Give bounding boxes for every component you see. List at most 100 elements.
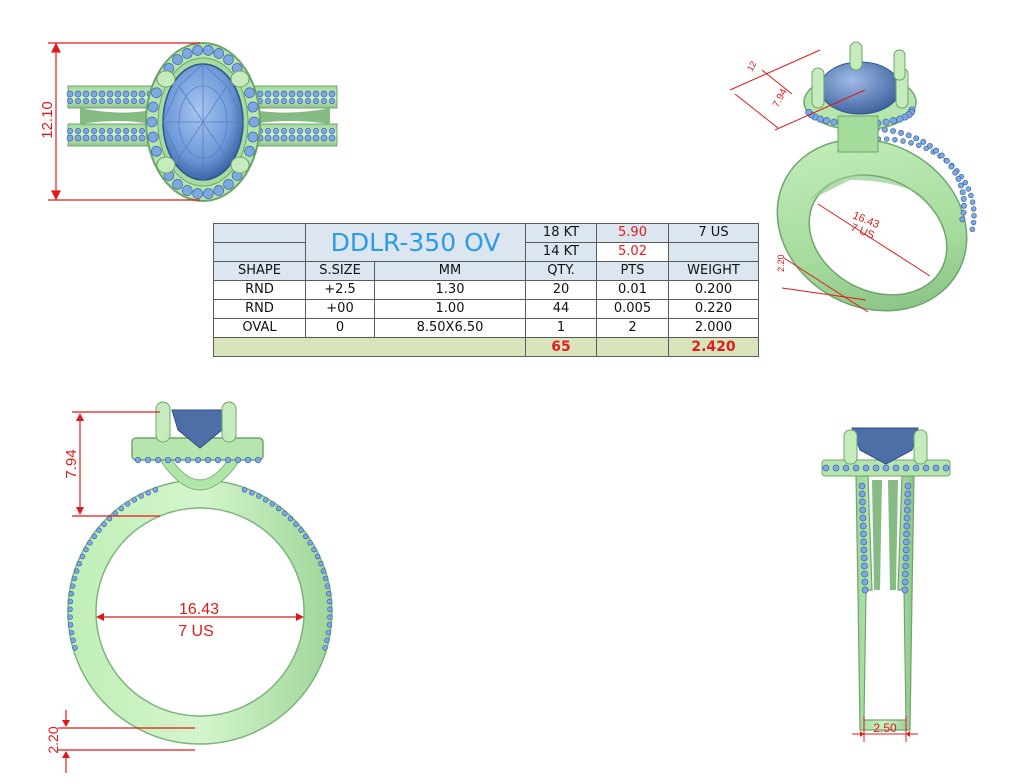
accent-stone [214,456,222,464]
accent-stone [87,540,93,546]
accent-stone [74,90,82,98]
accent-stone [273,128,279,134]
persp-thickness-label: 2.20 [776,254,786,272]
accent-stone [194,456,202,464]
accent-stone [91,128,97,134]
accent-stone [202,188,214,199]
accent-stone [889,117,897,125]
accent-stone [181,48,193,59]
accent-stone [302,533,309,540]
accent-stone [297,98,303,104]
header-pts: PTS [596,261,669,281]
accent-stone [254,456,262,464]
accent-stone [320,134,328,142]
accent-stone [146,116,158,128]
accent-stone [223,179,234,190]
ring-size: 7 US [668,223,759,243]
accent-stone [328,90,336,98]
accent-stone [248,116,260,128]
accent-stone [115,98,121,104]
accent-stone [327,606,333,613]
accent-stone [852,464,860,472]
accent-stone [184,456,192,464]
accent-stone [313,128,319,134]
accent-stone [122,134,130,142]
accent-stone [902,570,909,578]
accent-stone [70,637,76,644]
accent-stone [244,456,252,464]
accent-stone [304,90,312,98]
accent-stone [181,185,193,196]
accent-stone [244,145,255,157]
accent-stone [962,179,968,186]
accent-stone [99,128,105,134]
accent-stone [959,189,966,196]
accent-stone [152,487,159,493]
accent-stone [265,98,271,104]
accent-stone [264,134,272,142]
accent-stone [908,140,914,146]
center-stone [819,61,901,115]
accent-stone [107,98,113,104]
accent-stone [280,90,288,98]
front-thickness-label: 2.20 [45,726,61,753]
accent-stone [859,506,867,514]
accent-stone [862,464,870,472]
accent-stone [830,118,838,126]
accent-stone [948,163,955,170]
accent-stone [71,575,78,582]
accent-stone [902,562,909,570]
shank-lower-left [67,123,159,147]
accent-stone [883,136,890,142]
accent-stone [139,128,145,134]
accent-stone [913,135,920,142]
accent-stone [107,128,113,134]
accent-stone [926,142,933,149]
totals-row: 65 2.420 [213,337,759,357]
accent-stone [311,546,317,553]
accent-stone [68,591,75,597]
accent-stone [118,505,125,512]
accent-stone [915,142,922,149]
accent-stone [860,546,868,554]
accent-stone [328,134,336,142]
total-qty: 65 [525,337,597,357]
accent-stone [298,527,304,533]
accent-stone [859,522,867,530]
accent-stone [289,128,295,134]
accent-stone [281,98,287,104]
dim-top-height [48,42,200,201]
accent-stone [861,578,869,586]
accent-stone [898,129,904,136]
accent-stone [860,538,868,546]
accent-stone [265,128,271,134]
accent-stone [904,490,912,498]
accent-stone [305,128,311,134]
side-shank [855,475,915,731]
accent-stone [304,134,312,142]
accent-stone [151,87,162,99]
accent-stone [955,175,962,182]
spec-table: DDLR-350 OV 18 KT 5.90 7 US 14 KT 5.02 S… [213,223,759,357]
accent-stone [272,134,280,142]
shank-stones [858,482,912,594]
accent-stone [154,456,162,464]
accent-stone [861,586,869,594]
accent-stone [904,498,911,506]
accent-stone [933,147,940,154]
accent-stone [234,456,242,464]
band-stones [67,487,333,651]
accent-stone [82,134,90,142]
header-weight: WEIGHT [668,261,759,281]
metal-weight-18: 5.90 [596,223,669,243]
accent-stone [902,546,910,554]
accent-stone [91,533,98,540]
halo-stones [134,456,262,464]
accent-stone [859,498,866,506]
accent-stone [314,553,321,560]
accent-stone [138,134,146,142]
prongs [811,41,909,109]
accent-stone [123,128,129,134]
accent-stone [952,169,959,176]
accent-stone [969,199,976,205]
